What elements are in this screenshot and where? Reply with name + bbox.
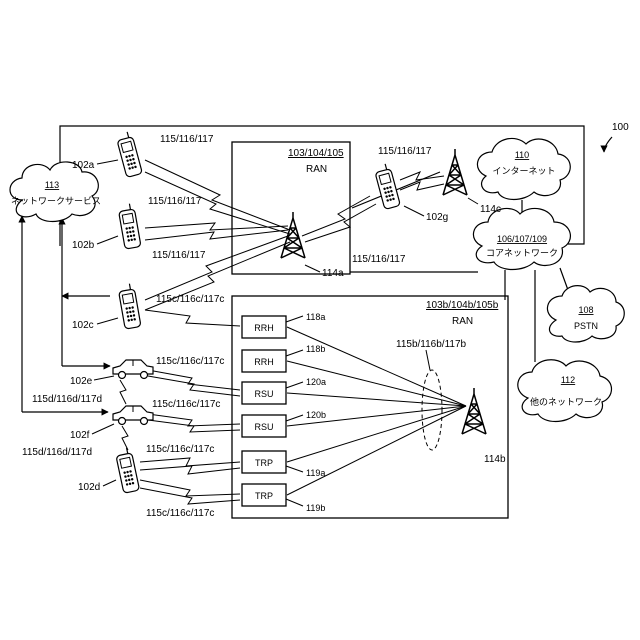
phone-102b-icon bbox=[118, 203, 141, 249]
radio-links-114a bbox=[145, 160, 376, 310]
other-networks-ref: 112 bbox=[561, 375, 575, 385]
ran-top-label: RAN bbox=[306, 164, 327, 175]
other-networks-label: 他のネットワーク bbox=[530, 396, 602, 407]
sidelink-label-1: 115d/116d/117d bbox=[32, 394, 102, 405]
car-102f-icon bbox=[113, 406, 153, 425]
core-to-pstn-line bbox=[560, 268, 568, 290]
trp-119b-label: TRP bbox=[255, 491, 273, 501]
leader-102b bbox=[97, 236, 118, 244]
beam-label: 115b/116b/117b bbox=[396, 339, 467, 350]
radio-link-102g-114c bbox=[400, 172, 444, 190]
rsu-120b-label: RSU bbox=[254, 422, 273, 432]
leader-114a bbox=[305, 265, 320, 272]
rsu-120b-ref: 120b bbox=[306, 410, 326, 420]
tower-114b-label: 114b bbox=[484, 454, 506, 465]
phone-102c-icon bbox=[118, 283, 141, 329]
tower-114c-label: 114c bbox=[480, 204, 501, 215]
internet-label: インターネット bbox=[492, 166, 555, 176]
phone-102g-icon bbox=[374, 163, 401, 210]
sidelink-label-2: 115d/116d/117d bbox=[22, 447, 92, 458]
core-network-ref: 106/107/109 bbox=[497, 234, 547, 244]
rsu-120a-ref: 120a bbox=[306, 377, 326, 387]
phone-102g-label: 102g bbox=[426, 212, 448, 223]
rrh-118b-label: RRH bbox=[254, 357, 274, 367]
rsu-120a-label: RSU bbox=[254, 389, 273, 399]
link-label-5: 115/116/117 bbox=[352, 254, 406, 265]
link-label-1: 115/116/117 bbox=[160, 134, 214, 145]
pstn-label: PSTN bbox=[574, 321, 598, 331]
leader-114c bbox=[468, 198, 478, 204]
ref-100-arrow bbox=[604, 137, 612, 152]
trp-119a-ref: 119a bbox=[306, 468, 325, 478]
tower-114a-label: 114a bbox=[322, 268, 344, 279]
tower-114b-icon bbox=[462, 388, 486, 434]
link-label-7: 115c/116c/117c bbox=[156, 356, 224, 367]
tower-114c-icon bbox=[443, 149, 467, 195]
rrh-118a-ref: 118a bbox=[306, 312, 325, 322]
phone-102d-icon bbox=[115, 447, 140, 493]
ran-top-ref: 103/104/105 bbox=[288, 148, 344, 159]
rrh-118a-label: RRH bbox=[254, 323, 274, 333]
link-label-9: 115c/116c/117c bbox=[146, 444, 214, 455]
phone-102d-label: 102d bbox=[78, 482, 100, 493]
network-services-label: ネットワークサービス bbox=[11, 196, 101, 206]
cloud-core-network: 106/107/109 コアネットワーク bbox=[473, 208, 570, 269]
link-label-10: 115c/116c/117c bbox=[146, 508, 214, 519]
pstn-ref: 108 bbox=[578, 305, 593, 315]
rrh-118b-ref: 118b bbox=[306, 344, 325, 354]
cloud-pstn: 108 PSTN bbox=[547, 286, 624, 342]
unit-rsu-120a: RSU 120a bbox=[242, 377, 326, 404]
link-label-8: 115c/116c/117c bbox=[152, 399, 220, 410]
unit-rrh-118a: RRH 118a bbox=[242, 312, 325, 338]
phone-102a-label: 102a bbox=[72, 160, 95, 171]
car-102e-icon bbox=[113, 360, 153, 379]
link-label-6: 115c/116c/117c bbox=[156, 294, 224, 305]
leader-102f bbox=[92, 424, 114, 434]
network-services-ref: 113 bbox=[45, 180, 59, 190]
ran-bottom-ref: 103b/104b/105b bbox=[426, 300, 499, 311]
internet-ref: 110 bbox=[515, 150, 529, 160]
ran-top-box bbox=[232, 142, 350, 274]
leader-102a bbox=[97, 160, 118, 164]
phone-102c-label: 102c bbox=[72, 320, 94, 331]
leader-102d bbox=[103, 480, 116, 486]
link-label-4: 115/116/117 bbox=[378, 146, 432, 157]
leader-102e bbox=[94, 376, 114, 380]
car-102f-label: 102f bbox=[70, 430, 90, 441]
trp-119b-ref: 119b bbox=[306, 503, 325, 513]
leader-102c bbox=[97, 318, 118, 324]
cloud-internet: 110 インターネット bbox=[477, 138, 570, 199]
core-network-label: コアネットワーク bbox=[486, 248, 558, 258]
leader-102g bbox=[404, 206, 424, 216]
link-label-3: 115/116/117 bbox=[152, 250, 206, 261]
phone-102a-icon bbox=[116, 131, 143, 178]
trp-119a-label: TRP bbox=[255, 458, 273, 468]
beam-leader bbox=[426, 350, 430, 370]
unit-trp-119a: TRP 119a bbox=[242, 451, 325, 478]
link-label-2: 115/116/117 bbox=[148, 196, 202, 207]
ref-100-label: 100 bbox=[612, 122, 629, 133]
car-102e-label: 102e bbox=[70, 376, 93, 387]
unit-trp-119b: TRP 119b bbox=[242, 484, 325, 513]
cloud-other-networks: 112 他のネットワーク bbox=[518, 360, 612, 422]
tower-114a-icon bbox=[281, 212, 305, 258]
ran-bottom-label: RAN bbox=[452, 316, 473, 327]
phone-102b-label: 102b bbox=[72, 240, 95, 251]
